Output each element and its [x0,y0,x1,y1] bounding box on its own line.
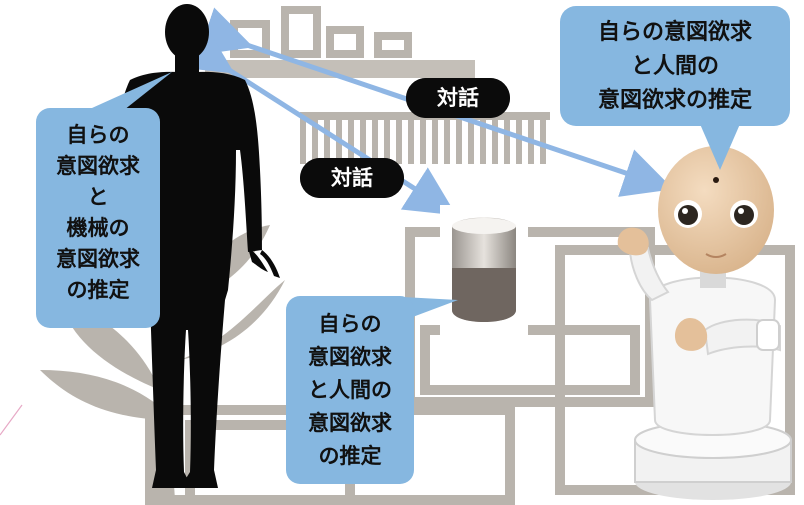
bubble-speaker [286,296,458,484]
bubble-human-line: 機械の [66,216,130,240]
bubble-robot-line: 自らの意図欲求 [597,20,752,45]
bubble-robot-line: と人間の [630,54,719,79]
bubble-human-line: 意図欲求 [56,247,140,271]
bubble-speaker-line: 自らの [318,312,382,336]
smart-speaker-icon [440,205,528,335]
dialogue-label-upper: 対話 [406,78,510,118]
bubble-human [36,72,172,328]
bubble-speaker-line: 意図欲求 [308,345,392,369]
bubble-robot [560,6,790,170]
bubble-speaker-line: 意図欲求 [308,411,392,435]
bubble-human-text: 自らの 意図欲求 と 機械の 意図欲求 の推定 [36,120,160,306]
bubble-human-line: の推定 [66,278,130,302]
arrow-human-speaker [178,25,457,216]
bubble-human-line: 自らの [66,123,130,147]
bubble-speaker-text: 自らの 意図欲求 と人間の 意図欲求 の推定 [286,308,414,473]
accent-line [0,404,23,436]
dialogue-label-lower: 対話 [300,158,404,198]
bubble-human-line: 意図欲求 [56,154,140,178]
humanoid-robot-icon [617,146,792,500]
bubble-speaker-line: と人間の [308,378,392,402]
bubble-human-line: と [87,185,109,209]
bubble-robot-text: 自らの意図欲求 と人間の 意図欲求の推定 [560,16,790,118]
bubble-speaker-line: の推定 [318,444,382,468]
bubble-robot-line: 意図欲求の推定 [597,88,752,113]
